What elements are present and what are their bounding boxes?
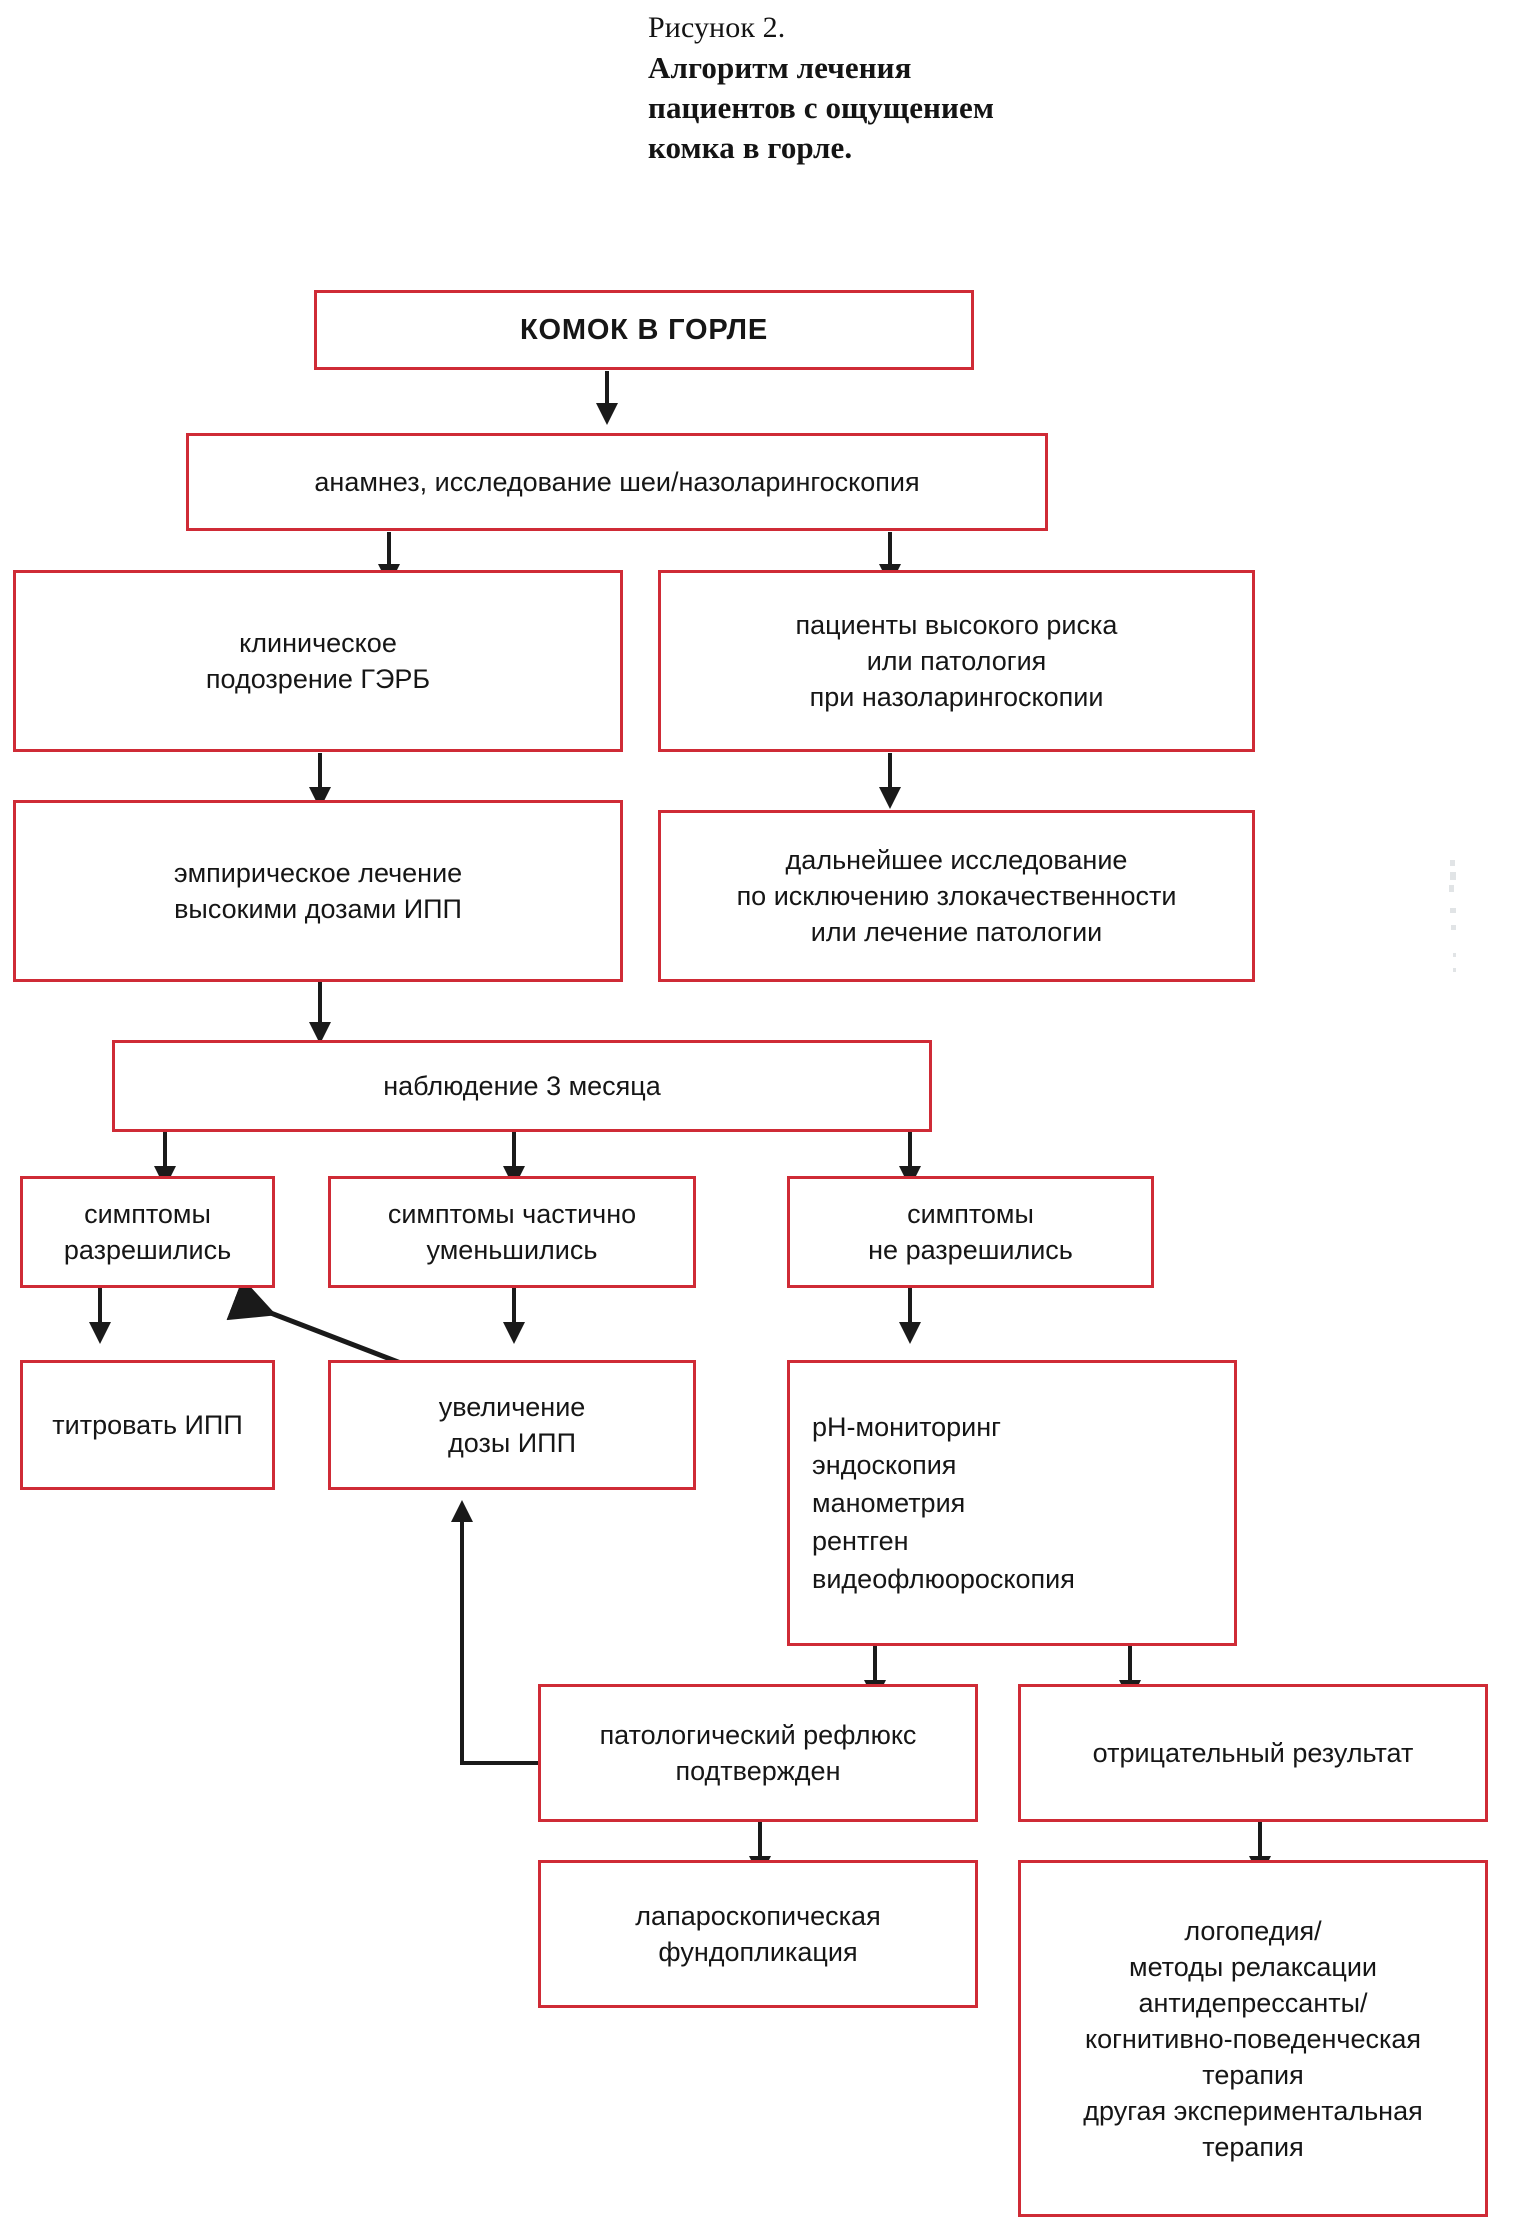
figure-heading: Алгоритм лечения пациентов с ощущением к… [648, 48, 1208, 168]
node-observation-3-months[interactable]: наблюдение 3 месяца [112, 1040, 932, 1132]
node-further-investigation-line-2: по исключению злокачественности [736, 881, 1177, 911]
connector-n14-n12-horizontal [460, 1761, 538, 1765]
connector-n9-n12 [512, 1288, 516, 1326]
connector-n12-n8 [226, 1278, 412, 1370]
node-titrate-ppi-line-1: титровать ИПП [52, 1410, 243, 1440]
node-lump-in-throat[interactable]: КОМОК В ГОРЛЕ [314, 290, 974, 370]
figure-heading-line-2: пациентов с ощущением [648, 90, 995, 125]
node-empiric-high-dose-ppi-line-2: высокими дозами ИПП [174, 894, 462, 924]
node-diagnostic-tests-line-5: видеофлюороскопия [812, 1564, 1075, 1594]
connector-n13-n15 [1128, 1646, 1132, 1684]
node-negative-result-line-1: отрицательный результат [1092, 1738, 1414, 1768]
node-conservative-therapies[interactable]: логопедия/ методы релаксации антидепресс… [1018, 1860, 1488, 2217]
connector-n7-n8 [163, 1132, 167, 1170]
node-pathologic-reflux-confirmed[interactable]: патологический рефлюкс подтвержден [538, 1684, 978, 1822]
arrowhead-n5-n7 [309, 1022, 331, 1044]
scan-artifact [1450, 908, 1456, 913]
node-symptoms-not-resolved-line-2: не разрешились [868, 1235, 1073, 1265]
figure-title-block: Рисунок 2. Алгоритм лечения пациентов с … [648, 8, 1208, 168]
node-symptoms-partially-reduced-line-1: симптомы частично [387, 1199, 637, 1229]
arrowhead-n10-n13 [899, 1322, 921, 1344]
arrowhead-n9-n12 [503, 1322, 525, 1344]
node-diagnostic-tests-line-2: эндоскопия [812, 1450, 957, 1480]
connector-n15-n17 [1258, 1822, 1262, 1860]
node-symptoms-not-resolved-line-1: симптомы [907, 1199, 1034, 1229]
node-history-neck-exam[interactable]: анамнез, исследование шеи/назоларингоско… [186, 433, 1048, 531]
connector-n3-n5 [318, 753, 322, 791]
node-pathologic-reflux-confirmed-line-1: патологический рефлюкс [599, 1720, 917, 1750]
scan-artifact [1453, 968, 1456, 972]
node-clinical-gerd-suspicion-line-2: подозрение ГЭРБ [205, 664, 431, 694]
node-symptoms-not-resolved[interactable]: симптомы не разрешились [787, 1176, 1154, 1288]
node-empiric-high-dose-ppi-line-1: эмпирическое лечение [173, 858, 463, 888]
node-history-neck-exam-line-1: анамнез, исследование шеи/назоларингоско… [314, 467, 920, 497]
connector-n10-n13 [908, 1288, 912, 1326]
connector-n1-n2 [605, 371, 609, 407]
node-observation-3-months-line-1: наблюдение 3 месяца [383, 1071, 661, 1101]
node-diagnostic-tests-line-3: манометрия [812, 1488, 966, 1518]
connector-n2-n4 [888, 532, 892, 568]
node-conservative-therapies-line-1: логопедия/ [1184, 1915, 1322, 1946]
scan-artifact [1450, 872, 1456, 880]
scan-artifact [1451, 925, 1456, 930]
node-high-risk-patients-line-1: пациенты высокого риска [795, 610, 1118, 640]
node-diagnostic-tests-line-1: pH-мониторинг [812, 1412, 1002, 1442]
node-further-investigation-line-1: дальнейшее исследование [785, 845, 1128, 875]
scan-artifact [1453, 953, 1456, 957]
node-laparoscopic-fundoplication-line-1: лапароскопическая [635, 1901, 881, 1931]
node-titrate-ppi[interactable]: титровать ИПП [20, 1360, 275, 1490]
node-high-risk-patients-line-2: или патология [866, 646, 1047, 676]
node-conservative-therapies-line-6: другая экспериментальная [1083, 2095, 1423, 2126]
node-laparoscopic-fundoplication[interactable]: лапароскопическая фундопликация [538, 1860, 978, 2008]
arrowhead-n1-n2 [596, 403, 618, 425]
node-clinical-gerd-suspicion[interactable]: клиническое подозрение ГЭРБ [13, 570, 623, 752]
node-conservative-therapies-line-4: когнитивно-поведенческая [1084, 2023, 1422, 2054]
node-further-investigation[interactable]: дальнейшее исследование по исключению зл… [658, 810, 1255, 982]
scan-artifact [1449, 885, 1454, 892]
node-laparoscopic-fundoplication-line-2: фундопликация [658, 1937, 858, 1967]
node-further-investigation-line-3: или лечение патологии [810, 917, 1103, 947]
connector-n8-n11 [98, 1288, 102, 1326]
node-pathologic-reflux-confirmed-line-2: подтвержден [675, 1756, 841, 1786]
node-diagnostic-tests-line-4: рентген [812, 1526, 909, 1556]
node-conservative-therapies-line-2: методы релаксации [1129, 1951, 1377, 1982]
connector-n5-n7 [318, 982, 322, 1026]
figure-heading-line-3: комка в горле. [648, 130, 853, 165]
node-symptoms-partially-reduced-line-2: уменьшились [426, 1235, 598, 1265]
arrowhead-n14-n12 [451, 1500, 473, 1522]
figure-heading-line-1: Алгоритм лечения [648, 50, 912, 85]
node-symptoms-resolved[interactable]: симптомы разрешились [20, 1176, 275, 1288]
arrowhead-n8-n11 [89, 1322, 111, 1344]
node-conservative-therapies-line-5: терапия [1202, 2059, 1304, 2090]
node-symptoms-resolved-line-2: разрешились [63, 1235, 232, 1265]
scan-artifact [1450, 860, 1455, 866]
connector-n7-n10 [908, 1132, 912, 1170]
connector-n2-n3 [387, 532, 391, 568]
node-lump-in-throat-line-1: КОМОК В ГОРЛЕ [520, 314, 768, 346]
connector-n14-n16 [758, 1822, 762, 1860]
node-increase-ppi-dose-line-2: дозы ИПП [448, 1428, 576, 1458]
figure-label: Рисунок 2. [648, 11, 786, 44]
arrowhead-n4-n6 [879, 787, 901, 809]
node-symptoms-resolved-line-1: симптомы [84, 1199, 211, 1229]
connector-n13-n14 [873, 1646, 877, 1684]
node-clinical-gerd-suspicion-line-1: клиническое [239, 628, 397, 658]
node-negative-result[interactable]: отрицательный результат [1018, 1684, 1488, 1822]
connector-n14-n12-vertical [460, 1522, 464, 1765]
node-empiric-high-dose-ppi[interactable]: эмпирическое лечение высокими дозами ИПП [13, 800, 623, 982]
node-diagnostic-tests[interactable]: pH-мониторинг эндоскопия манометрия рент… [787, 1360, 1237, 1646]
node-high-risk-patients[interactable]: пациенты высокого риска или патология пр… [658, 570, 1255, 752]
node-high-risk-patients-line-3: при назоларингоскопии [809, 682, 1104, 712]
node-conservative-therapies-line-7: терапия [1202, 2131, 1304, 2162]
node-increase-ppi-dose[interactable]: увеличение дозы ИПП [328, 1360, 696, 1490]
connector-n4-n6 [888, 753, 892, 791]
node-conservative-therapies-line-3: антидепрессанты/ [1138, 1987, 1368, 2018]
node-symptoms-partially-reduced[interactable]: симптомы частично уменьшились [328, 1176, 696, 1288]
node-increase-ppi-dose-line-1: увеличение [438, 1392, 586, 1422]
connector-n7-n9 [512, 1132, 516, 1170]
